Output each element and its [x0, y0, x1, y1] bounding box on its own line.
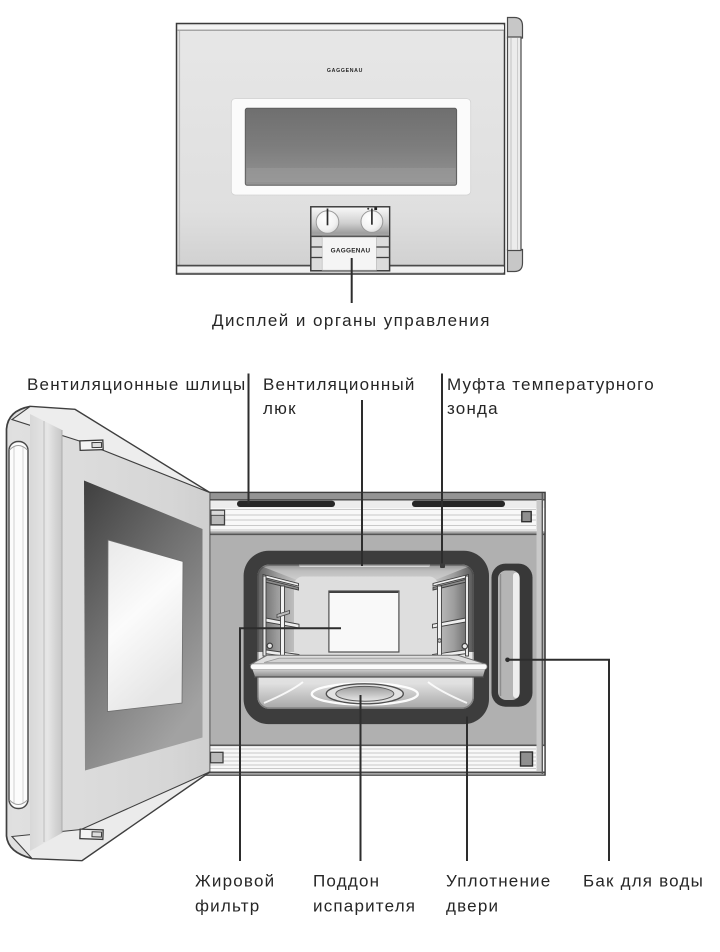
- svg-text:зонда: зонда: [447, 399, 499, 418]
- svg-text:Поддон: Поддон: [313, 872, 380, 891]
- svg-text:Муфта температурного: Муфта температурного: [447, 375, 655, 394]
- svg-text:люк: люк: [263, 399, 297, 418]
- svg-text:двери: двери: [446, 897, 499, 916]
- svg-text:GAGGENAU: GAGGENAU: [327, 68, 363, 74]
- svg-text:Вентиляционный: Вентиляционный: [263, 375, 416, 394]
- svg-text:Жировой: Жировой: [195, 872, 275, 891]
- svg-text:GAGGENAU: GAGGENAU: [331, 248, 371, 255]
- svg-text:Дисплей и органы управления: Дисплей и органы управления: [212, 311, 491, 330]
- svg-text:фильтр: фильтр: [195, 897, 260, 916]
- svg-text:Уплотнение: Уплотнение: [446, 872, 551, 891]
- svg-text:Вентиляционные шлицы: Вентиляционные шлицы: [27, 375, 246, 394]
- svg-text:испарителя: испарителя: [313, 897, 416, 916]
- svg-text:Бак для воды: Бак для воды: [583, 872, 704, 891]
